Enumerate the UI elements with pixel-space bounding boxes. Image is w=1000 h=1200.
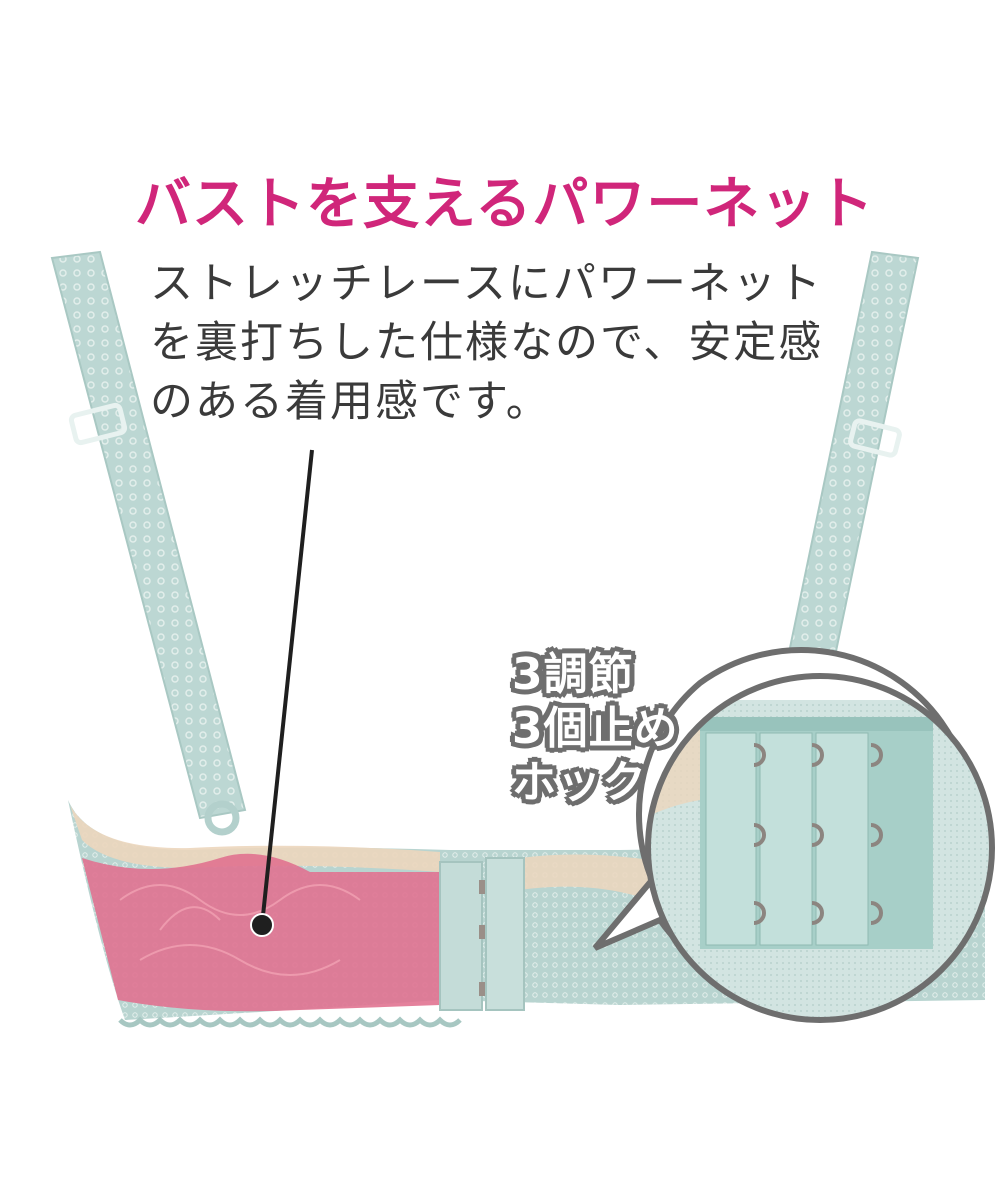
description-line: ストレッチレースにパワーネット (150, 259, 823, 309)
hook-eyes (753, 743, 883, 925)
leader-line (260, 449, 314, 926)
headline: バストを支えるパワーネット (135, 172, 875, 237)
callout-line: 3調節 (512, 649, 634, 700)
hook-callout-label: 3調節 3個止め ホック (512, 648, 692, 810)
description-line: のある着用感です。 (150, 377, 551, 427)
callout-line: 3個止め (512, 703, 679, 754)
description: ストレッチレースにパワーネット を裏打ちした仕様なので、安定感 のある着用感です… (150, 255, 870, 432)
callout-line: ホック (512, 757, 647, 808)
center-closure (439, 857, 525, 1011)
left-strap (50, 250, 247, 836)
leader-dot (250, 913, 274, 937)
magnifier-bubble (592, 646, 995, 1023)
description-line: を裏打ちした仕様なので、安定感 (150, 318, 824, 368)
